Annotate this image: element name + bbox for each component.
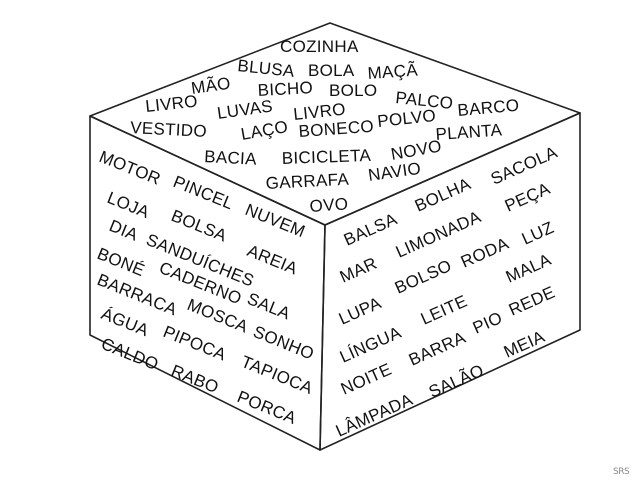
left-word: LOJA [105, 188, 153, 222]
left-word: MOTOR [97, 147, 164, 189]
right-word: BOLHA [412, 174, 474, 216]
right-word: LEITE [418, 291, 470, 328]
right-word: LÍNGUA [337, 323, 405, 367]
top-word: BOLA [308, 61, 355, 80]
top-word: BLUSA [237, 56, 296, 81]
right-word: BALSA [341, 209, 400, 249]
cube-right-face-outline [319, 112, 581, 451]
top-word: BONECO [298, 117, 375, 141]
left-word: BOLSA [169, 206, 230, 246]
right-word: PIO [470, 308, 505, 338]
top-word: VESTIDO [130, 118, 208, 141]
top-word: BICICLETA [281, 146, 371, 168]
left-word: DIA [107, 216, 142, 245]
right-word: SALÃO [426, 361, 487, 402]
top-word: BICHO [257, 78, 313, 100]
left-word: PORCA [235, 387, 300, 428]
top-word: COZINHA [280, 37, 359, 56]
top-word: LIVRO [144, 92, 198, 116]
right-word: REDE [506, 283, 558, 320]
right-word: PEÇA [502, 179, 553, 216]
top-word: BACIA [204, 147, 258, 169]
right-word: RODA [458, 234, 512, 272]
top-word: PLANTA [435, 120, 503, 144]
top-word: NAVIO [367, 159, 422, 185]
top-word: GARRAFA [265, 170, 350, 193]
right-word: BARRA [406, 328, 469, 370]
left-word: PIPOCA [161, 322, 230, 364]
right-word: MALA [503, 250, 554, 287]
top-word: LAÇO [239, 117, 289, 144]
left-word: MOSCA [185, 295, 252, 337]
left-word: CALDO [99, 334, 162, 374]
left-word: RABO [169, 361, 222, 397]
top-word: BOLO [329, 81, 377, 100]
top-word: LUVAS [216, 96, 274, 123]
top-word: POLVO [376, 106, 436, 131]
top-face-words: COZINHA BLUSA BOLA MAÇÃ MÃO BICHO BOLO P… [130, 37, 520, 216]
right-word: BOLSO [392, 256, 455, 298]
right-word: MAR [337, 254, 380, 287]
right-word: LUZ [519, 218, 557, 249]
left-word: NUVEM [243, 200, 308, 241]
top-word: MAÇÃ [367, 61, 419, 83]
right-word: LUPA [336, 293, 385, 329]
left-word: SALA [245, 289, 294, 323]
top-word: OVO [309, 194, 349, 216]
watermark-logo: SRS [613, 467, 630, 477]
right-face-words: BALSA BOLHA SACOLA MAR LIMONADA PEÇA BOL… [333, 142, 561, 440]
top-word: BARCO [457, 96, 520, 120]
